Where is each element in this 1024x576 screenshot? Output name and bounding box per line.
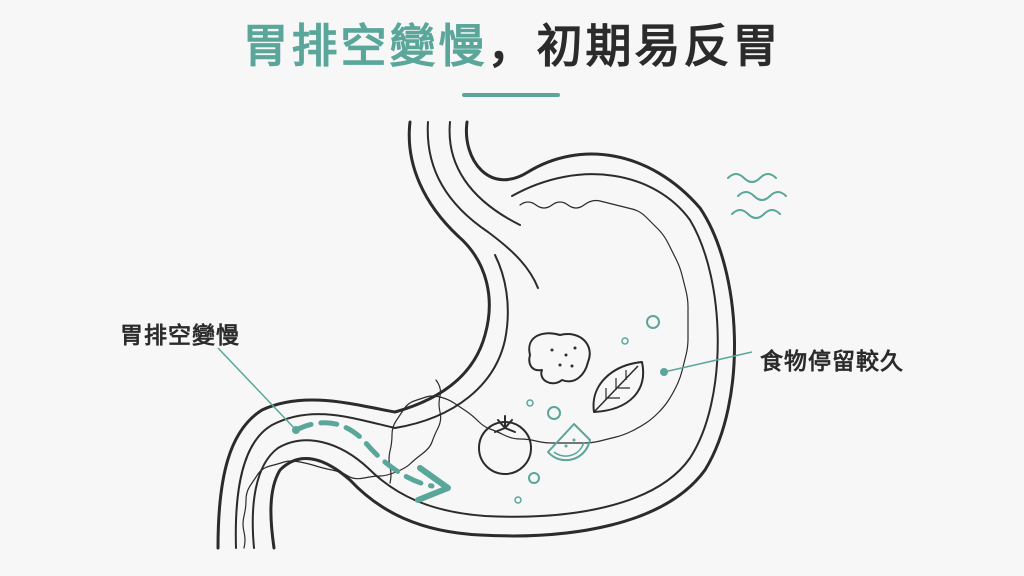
tomato-icon bbox=[478, 415, 532, 475]
page-title: 胃排空變慢，初期易反胃 bbox=[0, 14, 1024, 78]
watermelon-slice-icon bbox=[547, 423, 591, 461]
title-underline bbox=[462, 93, 560, 97]
leader-dot-food-stays bbox=[660, 368, 668, 376]
stomach-outer-wall bbox=[216, 120, 491, 550]
mucosa-wavy-line-lesser bbox=[242, 379, 442, 549]
esophagus-inner-right bbox=[448, 121, 521, 226]
stomach-inner-wall bbox=[251, 173, 719, 549]
title-accent: 胃排空變慢 bbox=[242, 19, 488, 73]
leader-line-slow-emptying bbox=[217, 347, 297, 431]
esophagus-inner-left bbox=[426, 121, 539, 289]
title-separator: ， bbox=[487, 19, 537, 73]
arrow-head bbox=[415, 465, 451, 503]
mucosa-wavy-line bbox=[388, 199, 689, 484]
label-slow-emptying: 胃排空變慢 bbox=[120, 323, 240, 349]
bubble-icon bbox=[514, 315, 660, 504]
stomach-outer-wall-right bbox=[269, 120, 737, 550]
label-food-stays: 食物停留較久 bbox=[760, 349, 904, 375]
leaf-icon bbox=[592, 361, 645, 413]
leader-dot-slow-emptying bbox=[292, 426, 300, 434]
slow-flow-arrow-icon bbox=[293, 420, 435, 489]
title-rest: 初期易反胃 bbox=[536, 19, 782, 73]
bread-icon bbox=[528, 332, 591, 385]
stomach-inner-wall-lesser bbox=[234, 254, 509, 549]
leader-line-food-stays bbox=[663, 351, 753, 373]
nausea-waves-icon bbox=[727, 173, 787, 219]
